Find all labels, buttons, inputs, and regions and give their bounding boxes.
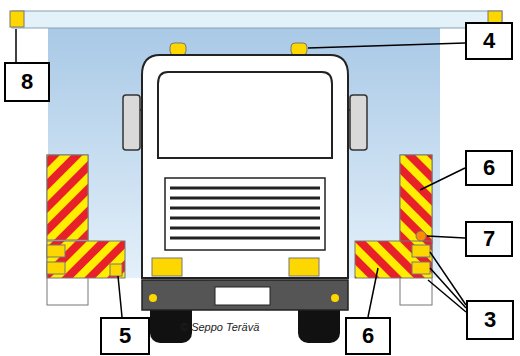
callout-box: 8 [4,62,50,102]
callout-number: 3 [484,309,496,331]
callout-box: 6 [345,317,391,355]
callout-box: 5 [100,317,150,355]
callout-box: 6 [465,150,513,186]
callout-box: 4 [465,22,513,60]
callout-box: 7 [465,221,513,257]
callout-number: 7 [483,228,495,250]
copyright-watermark: © Seppo Terävä [180,321,259,333]
callout-number: 5 [119,325,131,347]
callout-number: 6 [362,325,374,347]
callout-number: 6 [483,157,495,179]
callout-number: 8 [21,71,33,93]
callout-box: 3 [466,300,514,340]
callout-number: 4 [483,30,495,52]
